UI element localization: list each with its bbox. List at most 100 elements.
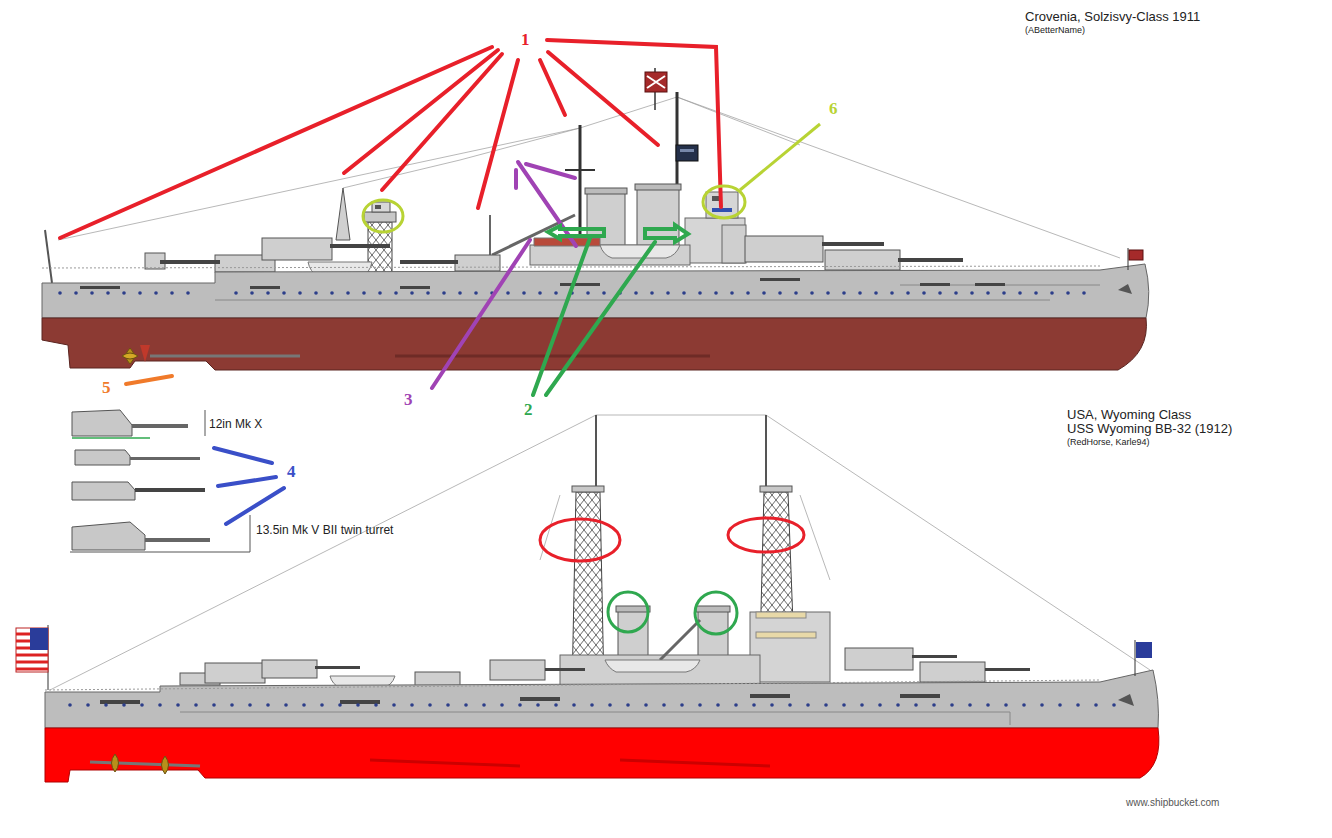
- porthole: [826, 291, 830, 295]
- porthole: [104, 703, 108, 707]
- porthole: [282, 291, 286, 295]
- callout-5-leader: [126, 376, 172, 384]
- callout-number: 2: [524, 400, 533, 420]
- porthole: [458, 291, 462, 295]
- porthole: [320, 703, 324, 707]
- porthole: [374, 703, 378, 707]
- porthole: [824, 703, 828, 707]
- porthole: [266, 291, 270, 295]
- porthole: [392, 703, 396, 707]
- porthole: [86, 703, 90, 707]
- porthole: [346, 291, 350, 295]
- porthole: [378, 291, 382, 295]
- porthole: [1050, 291, 1054, 295]
- porthole: [428, 703, 432, 707]
- porthole: [1082, 291, 1086, 295]
- porthole: [714, 291, 718, 295]
- porthole: [938, 291, 942, 295]
- porthole: [90, 291, 94, 295]
- gun-silhouettes: [70, 410, 250, 552]
- porthole: [1058, 703, 1062, 707]
- ship-title: USA, Wyoming Class: [1067, 408, 1191, 423]
- callout-4-leaders: [214, 448, 284, 524]
- callout-number: 4: [287, 462, 296, 482]
- porthole: [248, 703, 252, 707]
- porthole: [806, 703, 810, 707]
- watermark: www.shipbucket.com: [1126, 797, 1219, 809]
- callout-3-leaders: [432, 162, 576, 388]
- porthole: [122, 291, 126, 295]
- porthole: [176, 703, 180, 707]
- porthole: [716, 703, 720, 707]
- porthole: [554, 703, 558, 707]
- porthole: [426, 291, 430, 295]
- porthole: [770, 703, 774, 707]
- porthole: [950, 703, 954, 707]
- porthole: [314, 291, 318, 295]
- porthole: [330, 291, 334, 295]
- porthole: [734, 703, 738, 707]
- callout-number: 3: [404, 390, 413, 410]
- porthole: [194, 703, 198, 707]
- porthole: [158, 703, 162, 707]
- porthole: [506, 291, 510, 295]
- callout-6-marks: [363, 124, 820, 232]
- red-mark-ellipses: [540, 518, 804, 561]
- porthole: [896, 703, 900, 707]
- porthole: [858, 291, 862, 295]
- porthole: [122, 703, 126, 707]
- porthole: [442, 291, 446, 295]
- porthole: [170, 291, 174, 295]
- porthole: [474, 291, 478, 295]
- porthole: [154, 291, 158, 295]
- porthole: [536, 703, 540, 707]
- porthole: [298, 291, 302, 295]
- callout-1-leaders: [60, 40, 721, 238]
- porthole: [212, 703, 216, 707]
- porthole: [788, 703, 792, 707]
- porthole: [986, 291, 990, 295]
- callout-number: 5: [102, 378, 111, 398]
- author-credit: (ABetterName): [1025, 25, 1085, 35]
- porthole: [890, 291, 894, 295]
- gun-label: 12in Mk X: [209, 418, 262, 432]
- callout-2-leaders: [533, 225, 688, 395]
- porthole: [1076, 703, 1080, 707]
- porthole: [1066, 291, 1070, 295]
- porthole: [230, 703, 234, 707]
- porthole: [590, 703, 594, 707]
- porthole: [986, 703, 990, 707]
- porthole: [1004, 703, 1008, 707]
- porthole: [1094, 703, 1098, 707]
- porthole: [954, 291, 958, 295]
- porthole: [762, 291, 766, 295]
- porthole: [1022, 703, 1026, 707]
- porthole: [914, 703, 918, 707]
- porthole: [464, 703, 468, 707]
- porthole: [284, 703, 288, 707]
- porthole: [186, 291, 190, 295]
- porthole: [394, 291, 398, 295]
- porthole: [968, 703, 972, 707]
- porthole: [932, 703, 936, 707]
- porthole: [634, 291, 638, 295]
- porthole: [356, 703, 360, 707]
- porthole: [778, 291, 782, 295]
- porthole: [608, 703, 612, 707]
- porthole: [842, 703, 846, 707]
- gun-label: 13.5in Mk V BII twin turret: [256, 524, 393, 538]
- porthole: [338, 703, 342, 707]
- ship-title: Crovenia, Solzisvy-Class 1911: [1025, 10, 1200, 25]
- porthole: [810, 291, 814, 295]
- porthole: [518, 703, 522, 707]
- porthole: [58, 291, 62, 295]
- porthole: [922, 291, 926, 295]
- porthole: [602, 291, 606, 295]
- porthole: [794, 291, 798, 295]
- porthole: [842, 291, 846, 295]
- porthole: [860, 703, 864, 707]
- porthole: [362, 291, 366, 295]
- callout-number: 1: [521, 30, 530, 50]
- porthole: [680, 703, 684, 707]
